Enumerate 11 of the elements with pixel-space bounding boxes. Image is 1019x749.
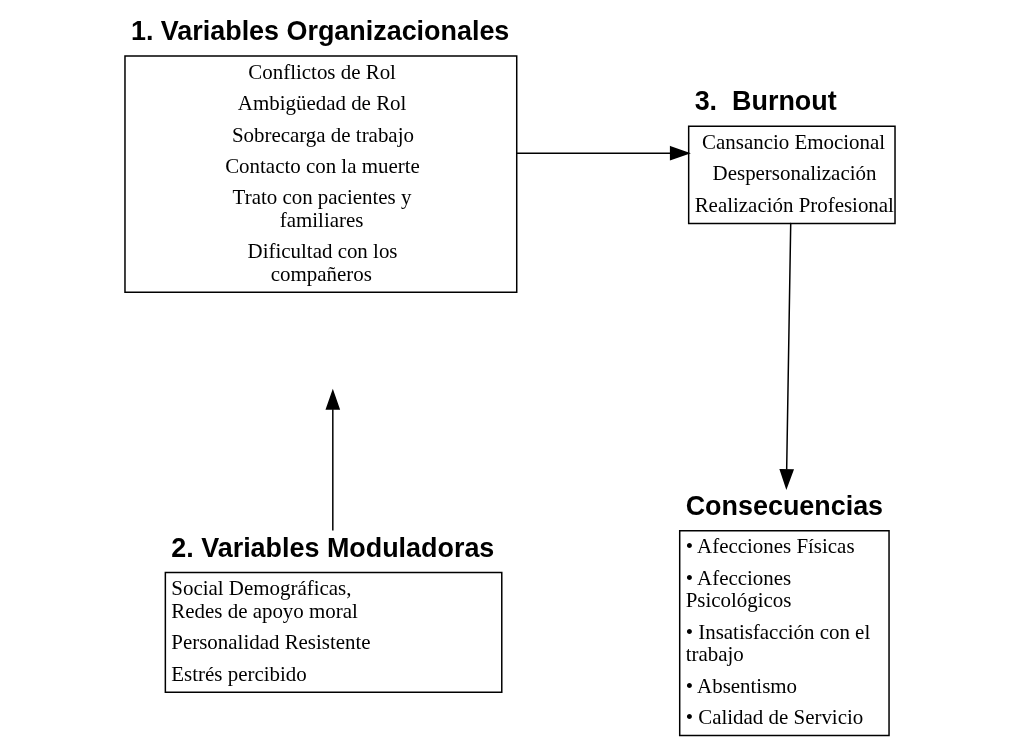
node-label: 3. Burnout [694, 86, 837, 117]
node-label: Consecuencias [685, 490, 883, 521]
node-label: 1. Variables Organizacionales [130, 16, 509, 47]
arrow [515, 145, 691, 161]
node-box: Social Demográficas, Redes de apoyo moral Personalidad Resistente Estrés percibido [164, 571, 503, 693]
arrow [778, 222, 794, 490]
arrow [325, 388, 340, 532]
node-box: Conflictos de Rol Ambigüedad de Rol Sobrecarga de trabajo Contacto con la muerte Trato con pacientes y familiares Dificultad con los compañeros [123, 55, 517, 293]
node-box: Cansancio Emocional Despersonalización Realización Profesional [687, 125, 896, 225]
node-label: 2. Variables Moduladoras [170, 532, 494, 563]
node-box: • Afecciones Físicas • Afecciones Psicológicos • Insatisfacción con el trabajo • Absentismo • Calidad de Servicio [678, 530, 890, 737]
